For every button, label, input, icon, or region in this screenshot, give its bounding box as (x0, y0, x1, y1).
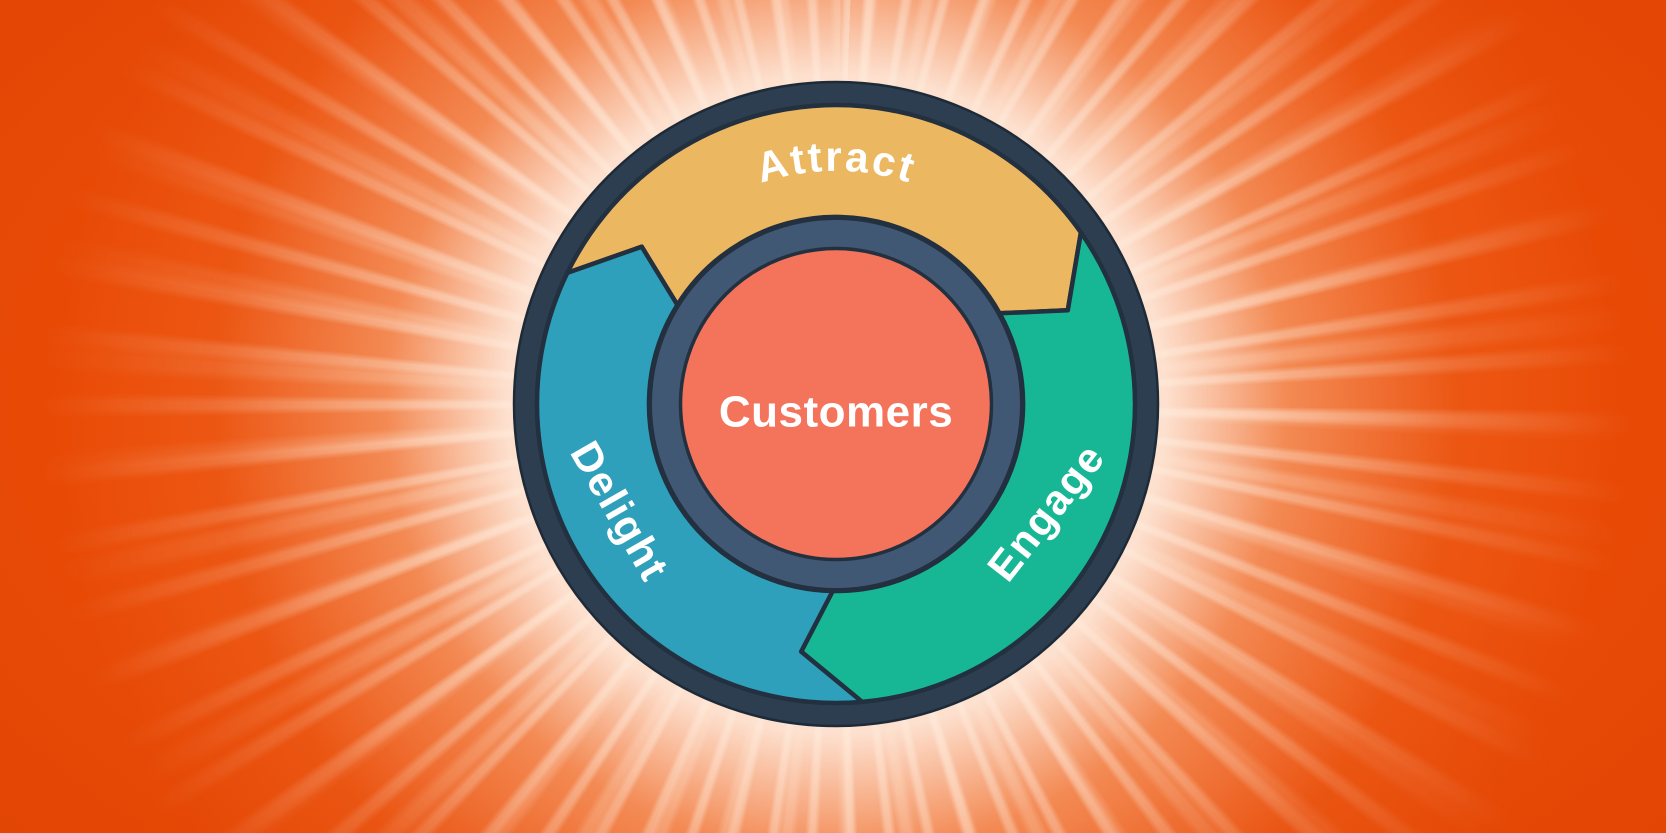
center-label: Customers (719, 388, 953, 437)
inner-ring-outline (648, 216, 1024, 592)
inner-ring (652, 220, 1020, 588)
center-circle (678, 246, 994, 562)
